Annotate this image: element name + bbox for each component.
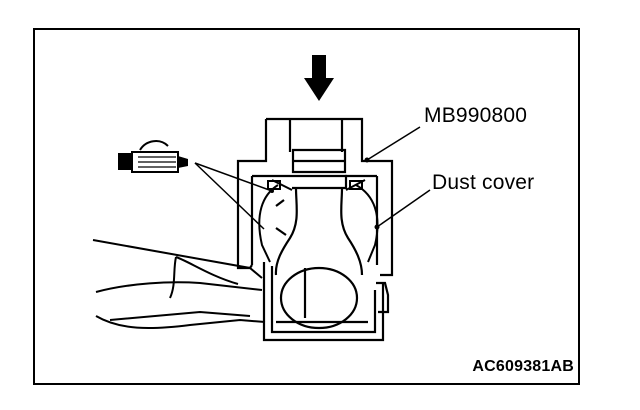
down-arrow-icon [304,55,334,101]
figure-frame [33,28,580,385]
ball-joint-stud [274,148,364,330]
special-tool-mb990800 [236,117,394,277]
dust-cover-label: Dust cover [432,171,535,194]
grease-gun-icon [118,140,188,173]
leader-dots [270,157,380,230]
figure-code-label: AC609381AB [472,358,574,375]
leader-lines [194,126,431,230]
special-tool-label: MB990800 [424,104,528,127]
knuckle-arm [92,239,266,330]
dust-cover [258,179,379,263]
socket-housing [262,262,390,342]
